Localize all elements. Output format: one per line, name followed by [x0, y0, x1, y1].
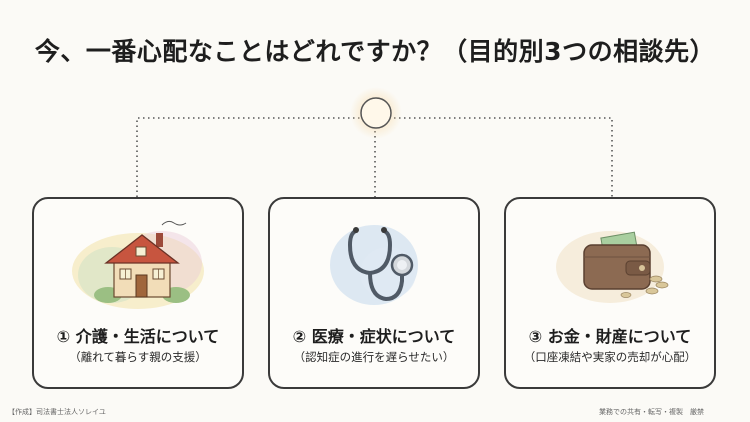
- page-title: 今、一番心配なことはどれですか？（目的別3つの相談先）: [34, 37, 716, 66]
- card-money-assets[interactable]: ③ お金・財産について （口座凍結や実家の売却が心配）: [504, 197, 716, 389]
- center-node: [360, 97, 392, 129]
- card-subtitle: （離れて暮らす親の支援）: [69, 350, 207, 364]
- card-medical-symptoms[interactable]: ② 医療・症状について （認知症の進行を遅らせたい）: [268, 197, 480, 389]
- footer-credit: 【作成】司法書士法人ソレイユ: [8, 408, 106, 416]
- card-subtitle: （認知症の進行を遅らせたい）: [293, 350, 455, 364]
- wallet-icon: [556, 231, 669, 303]
- card-subtitle: （口座凍結や実家の売却が心配）: [523, 350, 697, 364]
- footer-notice: 業務での共有・転写・複製 厳禁: [599, 408, 704, 416]
- stethoscope-icon: [330, 225, 418, 305]
- card-title: ③ お金・財産について: [528, 327, 692, 346]
- house-icon: [72, 220, 204, 309]
- card-title: ① 介護・生活について: [56, 327, 220, 346]
- card-title: ② 医療・症状について: [292, 327, 456, 346]
- dotted-connector-lines: [136, 117, 613, 197]
- card-care-living[interactable]: ① 介護・生活について （離れて暮らす親の支援）: [32, 197, 244, 389]
